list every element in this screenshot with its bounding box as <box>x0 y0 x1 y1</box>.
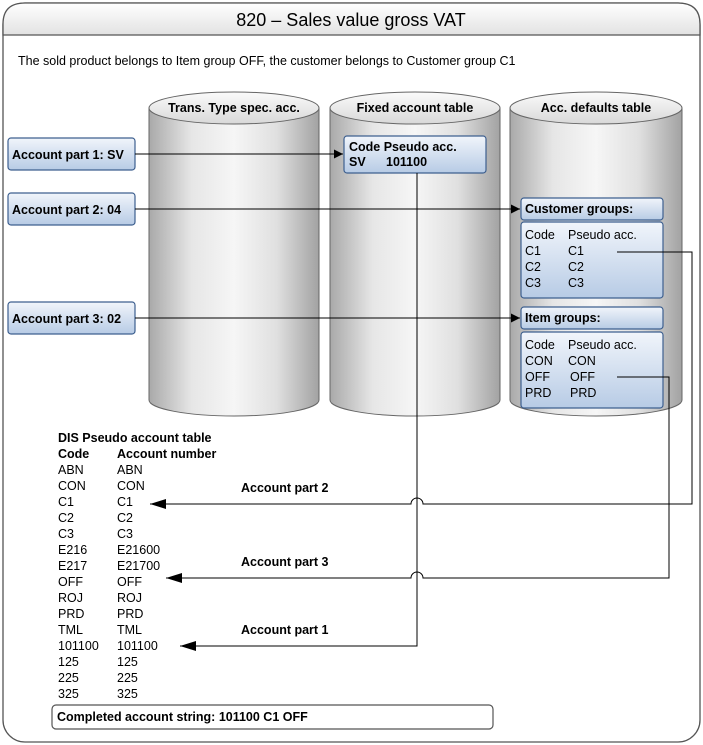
dis-row-value: ROJ <box>117 591 142 605</box>
dis-row-code: 101100 <box>58 639 99 653</box>
item-groups-row-code: PRD <box>525 386 551 400</box>
arrow-label-part2: Account part 2 <box>241 481 329 495</box>
account-part-3-label: Account part 3: 02 <box>12 312 121 326</box>
arrow-return-part2 <box>150 251 693 509</box>
account-part-2-box: Account part 2: 04 <box>7 192 136 226</box>
account-part-2-label: Account part 2: 04 <box>12 203 121 217</box>
dis-table-title: DIS Pseudo account table <box>58 431 212 445</box>
item-groups-row-value: PRD <box>570 386 596 400</box>
customer-groups-row-code: C3 <box>525 276 541 290</box>
cylinder-trans-type: Trans. Type spec. acc. <box>148 91 320 417</box>
dis-row-value: OFF <box>117 575 142 589</box>
dis-row-code: 325 <box>58 687 79 701</box>
cylinder-fixed-account: Fixed account table <box>329 91 501 417</box>
dis-row-value: C3 <box>117 527 133 541</box>
customer-groups-title-box: Customer groups: <box>520 197 664 221</box>
item-groups-row-value: CON <box>568 354 596 368</box>
dis-row-code: TML <box>58 623 83 637</box>
customer-groups-row-code: C1 <box>525 244 541 258</box>
customer-groups-header-code: Code <box>525 228 555 242</box>
return-arrows: Account part 2 Account part 3 Account pa… <box>150 173 693 651</box>
customer-groups-row-code: C2 <box>525 260 541 274</box>
dis-row-code: ABN <box>58 463 84 477</box>
dis-row-code: 125 <box>58 655 79 669</box>
dis-row-code: C2 <box>58 511 74 525</box>
item-groups-header-code: Code <box>525 338 555 352</box>
dis-row-value: C1 <box>117 495 133 509</box>
dis-row-value: 225 <box>117 671 138 685</box>
arrow-return-part3 <box>166 376 670 583</box>
result-box: Completed account string: 101100 C1 OFF <box>51 704 494 730</box>
dis-row-value: 125 <box>117 655 138 669</box>
item-groups-header-value: Pseudo acc. <box>568 338 637 352</box>
customer-groups-table: Code Pseudo acc. C1 C1 C2 C2 C3 C3 <box>520 221 664 299</box>
item-groups-title: Item groups: <box>525 311 601 325</box>
item-groups-row-value: OFF <box>570 370 595 384</box>
dis-table-header-code: Code <box>58 447 89 461</box>
dis-table-header-value: Account number <box>117 447 216 461</box>
arrow-label-part1: Account part 1 <box>241 623 329 637</box>
item-groups-row-code: CON <box>525 354 553 368</box>
dis-row-value: 101100 <box>117 639 158 653</box>
page-title: 820 – Sales value gross VAT <box>236 10 465 30</box>
fixed-table-box: Code Pseudo acc. SV 101100 <box>343 135 487 174</box>
account-part-1-label: Account part 1: SV <box>12 148 124 162</box>
item-groups-title-box: Item groups: <box>520 306 664 330</box>
customer-groups-row-value: C1 <box>568 244 584 258</box>
dis-row-value: E21600 <box>117 543 160 557</box>
dis-pseudo-table: DIS Pseudo account table Code Account nu… <box>58 431 216 701</box>
dis-row-code: C3 <box>58 527 74 541</box>
account-part-1-box: Account part 1: SV <box>7 137 136 171</box>
dis-row-code: PRD <box>58 607 84 621</box>
completed-account-string: Completed account string: 101100 C1 OFF <box>57 710 308 724</box>
title-bar: 820 – Sales value gross VAT <box>2 2 701 36</box>
cylinder-label-acc-defaults: Acc. defaults table <box>541 101 651 115</box>
customer-groups-title: Customer groups: <box>525 202 633 216</box>
dis-row-code: OFF <box>58 575 83 589</box>
dis-row-code: E216 <box>58 543 87 557</box>
cylinder-label-trans-type: Trans. Type spec. acc. <box>168 101 300 115</box>
fixed-table-header: Code Pseudo acc. <box>349 140 457 154</box>
fixed-table-code: SV <box>349 155 366 169</box>
customer-groups-header-value: Pseudo acc. <box>568 228 637 242</box>
scenario-text: The sold product belongs to Item group O… <box>18 54 516 68</box>
account-part-3-box: Account part 3: 02 <box>7 301 136 335</box>
dis-row-value: E21700 <box>117 559 160 573</box>
item-groups-table: Code Pseudo acc. CON CON OFF OFF PRD PRD <box>520 331 664 409</box>
dis-row-value: PRD <box>117 607 143 621</box>
dis-row-code: CON <box>58 479 86 493</box>
dis-row-value: C2 <box>117 511 133 525</box>
fixed-table-value: 101100 <box>386 155 427 169</box>
item-groups-row-code: OFF <box>525 370 550 384</box>
arrow-label-part3: Account part 3 <box>241 555 329 569</box>
dis-row-value: 325 <box>117 687 138 701</box>
dis-row-code: ROJ <box>58 591 83 605</box>
customer-groups-row-value: C2 <box>568 260 584 274</box>
arrow-return-part1 <box>180 173 418 651</box>
dis-row-code: C1 <box>58 495 74 509</box>
customer-groups-row-value: C3 <box>568 276 584 290</box>
dis-row-code: 225 <box>58 671 79 685</box>
dis-row-code: E217 <box>58 559 87 573</box>
dis-row-value: TML <box>117 623 142 637</box>
dis-row-value: CON <box>117 479 145 493</box>
dis-row-value: ABN <box>117 463 143 477</box>
cylinder-label-fixed: Fixed account table <box>357 101 474 115</box>
